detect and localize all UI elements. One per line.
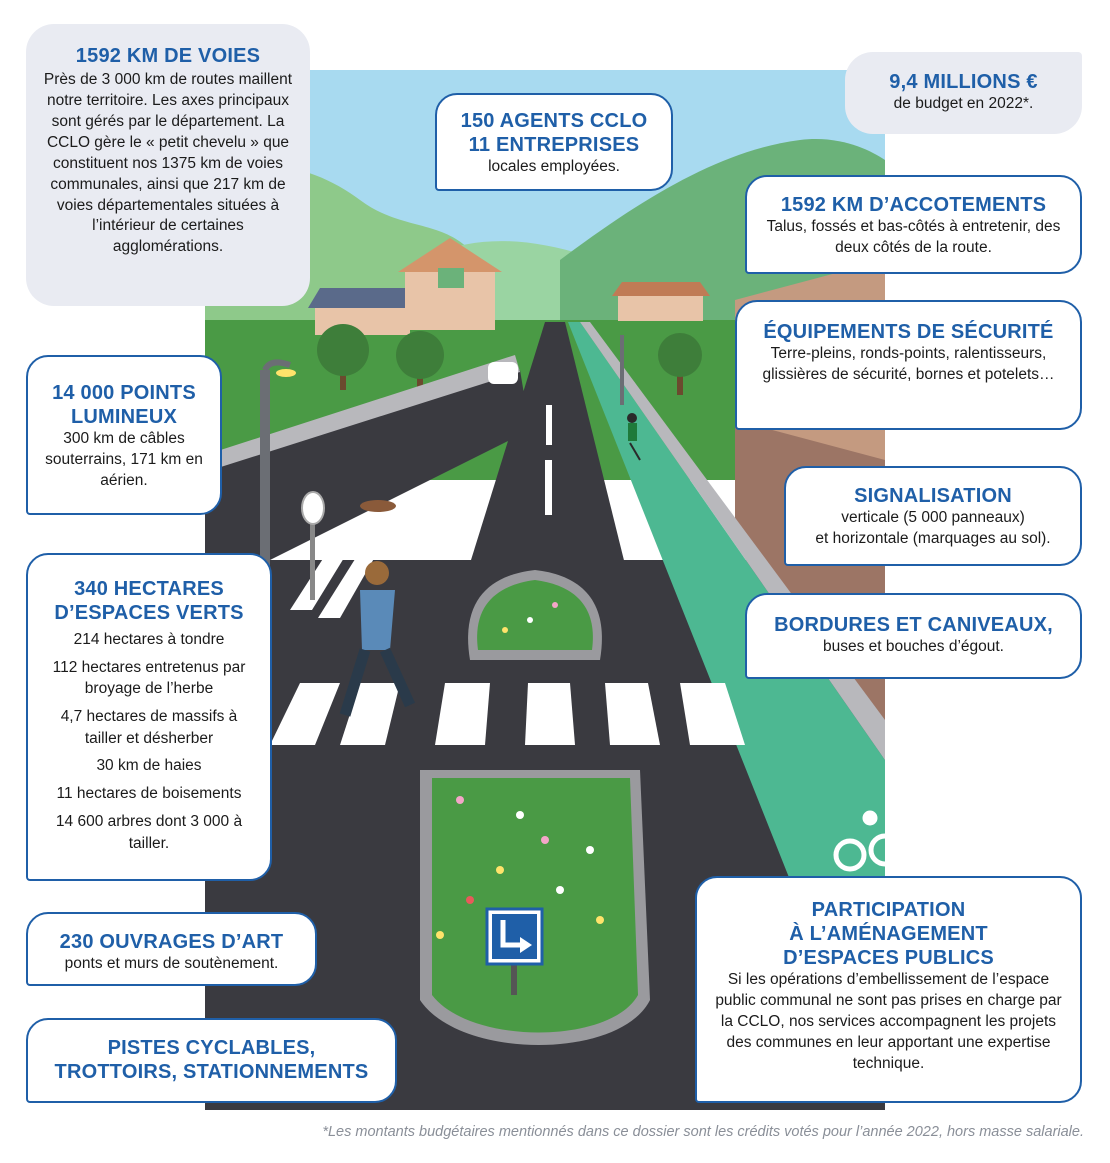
bike-lane-symbol-icon: [833, 810, 902, 872]
box-ouvrages-text: ponts et murs de soutènement.: [64, 955, 279, 972]
box-signalisation-text-line1: verticale (5 000 panneaux): [841, 509, 1025, 526]
box-km-voies-text: Près de 3 000 km de routes maillent notr…: [43, 71, 293, 256]
list-item: 30 km de haies: [96, 757, 202, 775]
box-espaces-verts: 340 HECTARES D’ESPACES VERTS 214 hectare…: [26, 553, 272, 881]
box-signalisation: SIGNALISATION verticale (5 000 panneaux)…: [784, 466, 1082, 566]
street-lamp-icon: [620, 335, 624, 405]
house-icon: [308, 288, 417, 335]
manhole-icon: [360, 500, 396, 512]
box-bordures-text: buses et bouches d’égout.: [823, 638, 1004, 655]
box-agents-text: locales employées.: [488, 158, 620, 175]
sidewalk-left: [205, 355, 520, 472]
box-participation: PARTICIPATION À L’AMÉNAGEMENT D’ESPACES …: [695, 876, 1082, 1103]
box-km-voies: 1592 KM DE VOIES Près de 3 000 km de rou…: [26, 24, 310, 306]
box-participation-title-line1: PARTICIPATION: [811, 899, 966, 921]
list-item: 112 hectares entretenus par broyage de l…: [52, 658, 246, 698]
house-icon: [612, 282, 710, 321]
island-lower-grass: [432, 778, 638, 1033]
cyclist-icon: [627, 413, 641, 461]
box-budget-text: de budget en 2022*.: [893, 95, 1034, 112]
side-street: [205, 370, 530, 560]
box-accotements-text: Talus, fossés et bas-côtés à entretenir,…: [766, 218, 1061, 256]
box-securite-text: Terre-pleins, ronds-points, ralentisseur…: [762, 345, 1055, 383]
car-icon: [488, 362, 518, 384]
box-budget-title: 9,4 MILLIONS €: [889, 71, 1038, 93]
box-lumineux-title-line2: LUMINEUX: [70, 406, 178, 428]
box-ouvrages-title: 230 OUVRAGES D’ART: [59, 931, 284, 953]
direction-sign-icon: [485, 907, 544, 995]
box-pistes-title-line1: PISTES CYCLABLES,: [107, 1037, 316, 1059]
box-accotements-title: 1592 KM D’ACCOTEMENTS: [780, 194, 1047, 216]
box-participation-title-line3: D’ESPACES PUBLICS: [783, 947, 994, 969]
box-lumineux-title-line1: 14 000 POINTS: [52, 382, 196, 404]
flowers: [436, 602, 604, 939]
box-securite-title: ÉQUIPEMENTS DE SÉCURITÉ: [763, 321, 1054, 343]
box-espaces-verts-title-line1: 340 HECTARES: [74, 578, 224, 600]
center-markings: [545, 405, 552, 515]
box-signalisation-text-line2: et horizontale (marquages au sol).: [815, 529, 1051, 547]
crosswalk-left: [290, 540, 380, 618]
box-pistes-title-line2: TROTTOIRS, STATIONNEMENTS: [54, 1061, 369, 1083]
list-item: 11 hectares de boisements: [56, 785, 242, 803]
box-espaces-verts-title-line2: D’ESPACES VERTS: [54, 602, 244, 624]
list-item: 4,7 hectares de massifs à tailler et dés…: [60, 708, 238, 747]
box-agents: 150 AGENTS CCLO 11 ENTREPRISES locales e…: [435, 93, 673, 191]
box-signalisation-title: SIGNALISATION: [854, 485, 1012, 507]
list-item: 214 hectares à tondre: [73, 631, 225, 648]
box-espaces-verts-list: 214 hectares à tondre 112 hectares entre…: [42, 629, 256, 854]
house-icon: [398, 238, 502, 330]
box-accotements: 1592 KM D’ACCOTEMENTS Talus, fossés et b…: [745, 175, 1082, 274]
box-bordures-title: BORDURES ET CANIVEAUX,: [774, 614, 1053, 636]
box-bordures: BORDURES ET CANIVEAUX, buses et bouches …: [745, 593, 1082, 679]
street-lamp-icon: [260, 359, 296, 570]
tree-icon: [317, 324, 369, 390]
box-participation-text: Si les opérations d’embellissement de l’…: [715, 971, 1062, 1072]
box-budget: 9,4 MILLIONS € de budget en 2022*.: [845, 52, 1082, 134]
box-participation-title-line2: À L’AMÉNAGEMENT: [789, 923, 988, 945]
tree-icon: [396, 331, 444, 393]
road-sign-icon: [301, 491, 325, 600]
box-lumineux-text: 300 km de câbles souterrains, 171 km en …: [45, 430, 203, 489]
pedestrian-icon: [339, 561, 416, 717]
box-ouvrages: 230 OUVRAGES D’ART ponts et murs de sout…: [26, 912, 317, 986]
box-agents-title-line1: 150 AGENTS CCLO: [460, 110, 648, 132]
footnote: *Les montants budgétaires mentionnés dan…: [322, 1124, 1084, 1140]
box-km-voies-title: 1592 KM DE VOIES: [75, 45, 261, 67]
box-lumineux: 14 000 POINTS LUMINEUX 300 km de câbles …: [26, 355, 222, 515]
box-agents-title-line2: 11 ENTREPRISES: [468, 134, 640, 156]
bike-lane: [568, 322, 885, 880]
tree-icon: [658, 333, 702, 395]
box-securite: ÉQUIPEMENTS DE SÉCURITÉ Terre-pleins, ro…: [735, 300, 1082, 430]
box-pistes: PISTES CYCLABLES, TROTTOIRS, STATIONNEME…: [26, 1018, 397, 1103]
list-item: 14 600 arbres dont 3 000 à tailler.: [55, 812, 243, 852]
